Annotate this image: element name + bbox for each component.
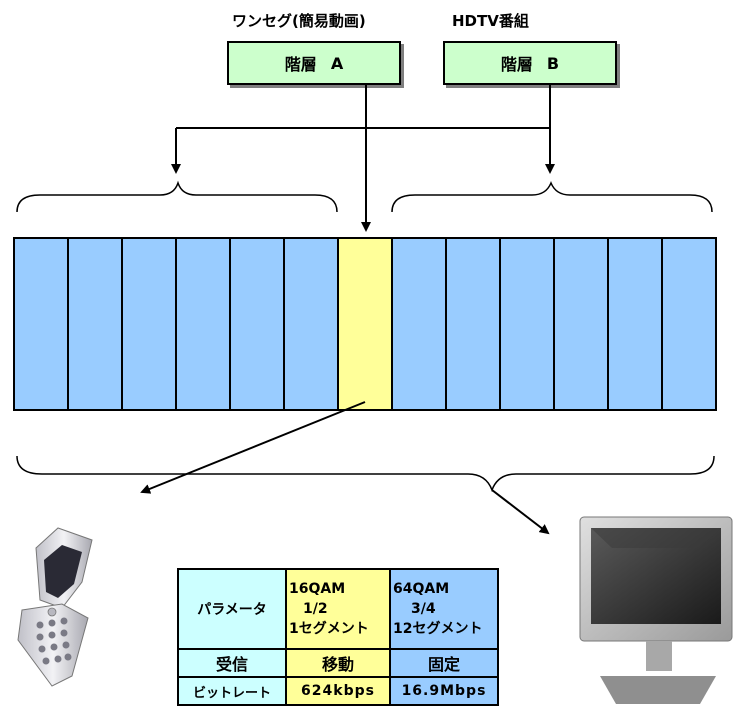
parameter-label: パラメータ	[177, 568, 287, 650]
segment	[283, 237, 339, 411]
table-row: ビットレート 624kbps 16.9Mbps	[177, 676, 499, 706]
layer-b-box: 階層 B	[443, 41, 617, 85]
layer-a-service-label: ワンセグ(簡易動画)	[232, 12, 366, 30]
fixed-parameters: 64QAM 3/4 12セグメント	[389, 568, 499, 650]
routing-lines	[171, 83, 555, 232]
reception-label: 受信	[177, 648, 287, 678]
layer-a-letter: A	[330, 53, 344, 73]
segment	[13, 237, 69, 411]
table-row: パラメータ 16QAM 1/2 1セグメント 64QAM 3/4 12セグメント	[177, 568, 499, 650]
bottom-brace	[16, 455, 715, 493]
fixed-segments: 12セグメント	[393, 621, 483, 637]
bitrate-label: ビットレート	[177, 676, 287, 706]
table-row: 受信 移動 固定	[177, 648, 499, 678]
segment	[229, 237, 285, 411]
segment	[553, 237, 609, 411]
layer-b-word: 階層	[500, 55, 533, 74]
segment	[67, 237, 123, 411]
layer-b-service-label: HDTV番組	[452, 12, 529, 30]
segment-band	[13, 237, 717, 411]
bitrate-mobile: 624kbps	[285, 676, 391, 706]
segment	[445, 237, 501, 411]
segment	[175, 237, 231, 411]
mobile-segments: 1セグメント	[289, 621, 369, 637]
arrow-to-tv	[491, 489, 550, 535]
parameter-table: パラメータ 16QAM 1/2 1セグメント 64QAM 3/4 12セグメント…	[177, 568, 499, 706]
fixed-coding-rate: 3/4	[411, 601, 436, 617]
segment	[499, 237, 555, 411]
center-segment	[337, 237, 393, 411]
left-brace	[16, 180, 338, 213]
segment	[391, 237, 447, 411]
layer-b-letter: B	[546, 53, 560, 73]
reception-fixed: 固定	[389, 648, 499, 678]
bitrate-fixed: 16.9Mbps	[389, 676, 499, 706]
arrow-to-phone	[140, 401, 366, 494]
reception-mobile: 移動	[285, 648, 391, 678]
segment	[607, 237, 663, 411]
layer-a-word: 階層	[284, 55, 317, 74]
fixed-modulation: 64QAM	[393, 581, 450, 597]
segment	[661, 237, 717, 411]
mobile-coding-rate: 1/2	[303, 601, 328, 617]
mobile-phone-icon	[17, 527, 93, 687]
layer-a-box: 階層 A	[227, 41, 401, 85]
mobile-modulation: 16QAM	[289, 581, 346, 597]
right-brace	[391, 181, 713, 213]
segment	[121, 237, 177, 411]
mobile-parameters: 16QAM 1/2 1セグメント	[285, 568, 391, 650]
television-icon	[579, 516, 733, 704]
